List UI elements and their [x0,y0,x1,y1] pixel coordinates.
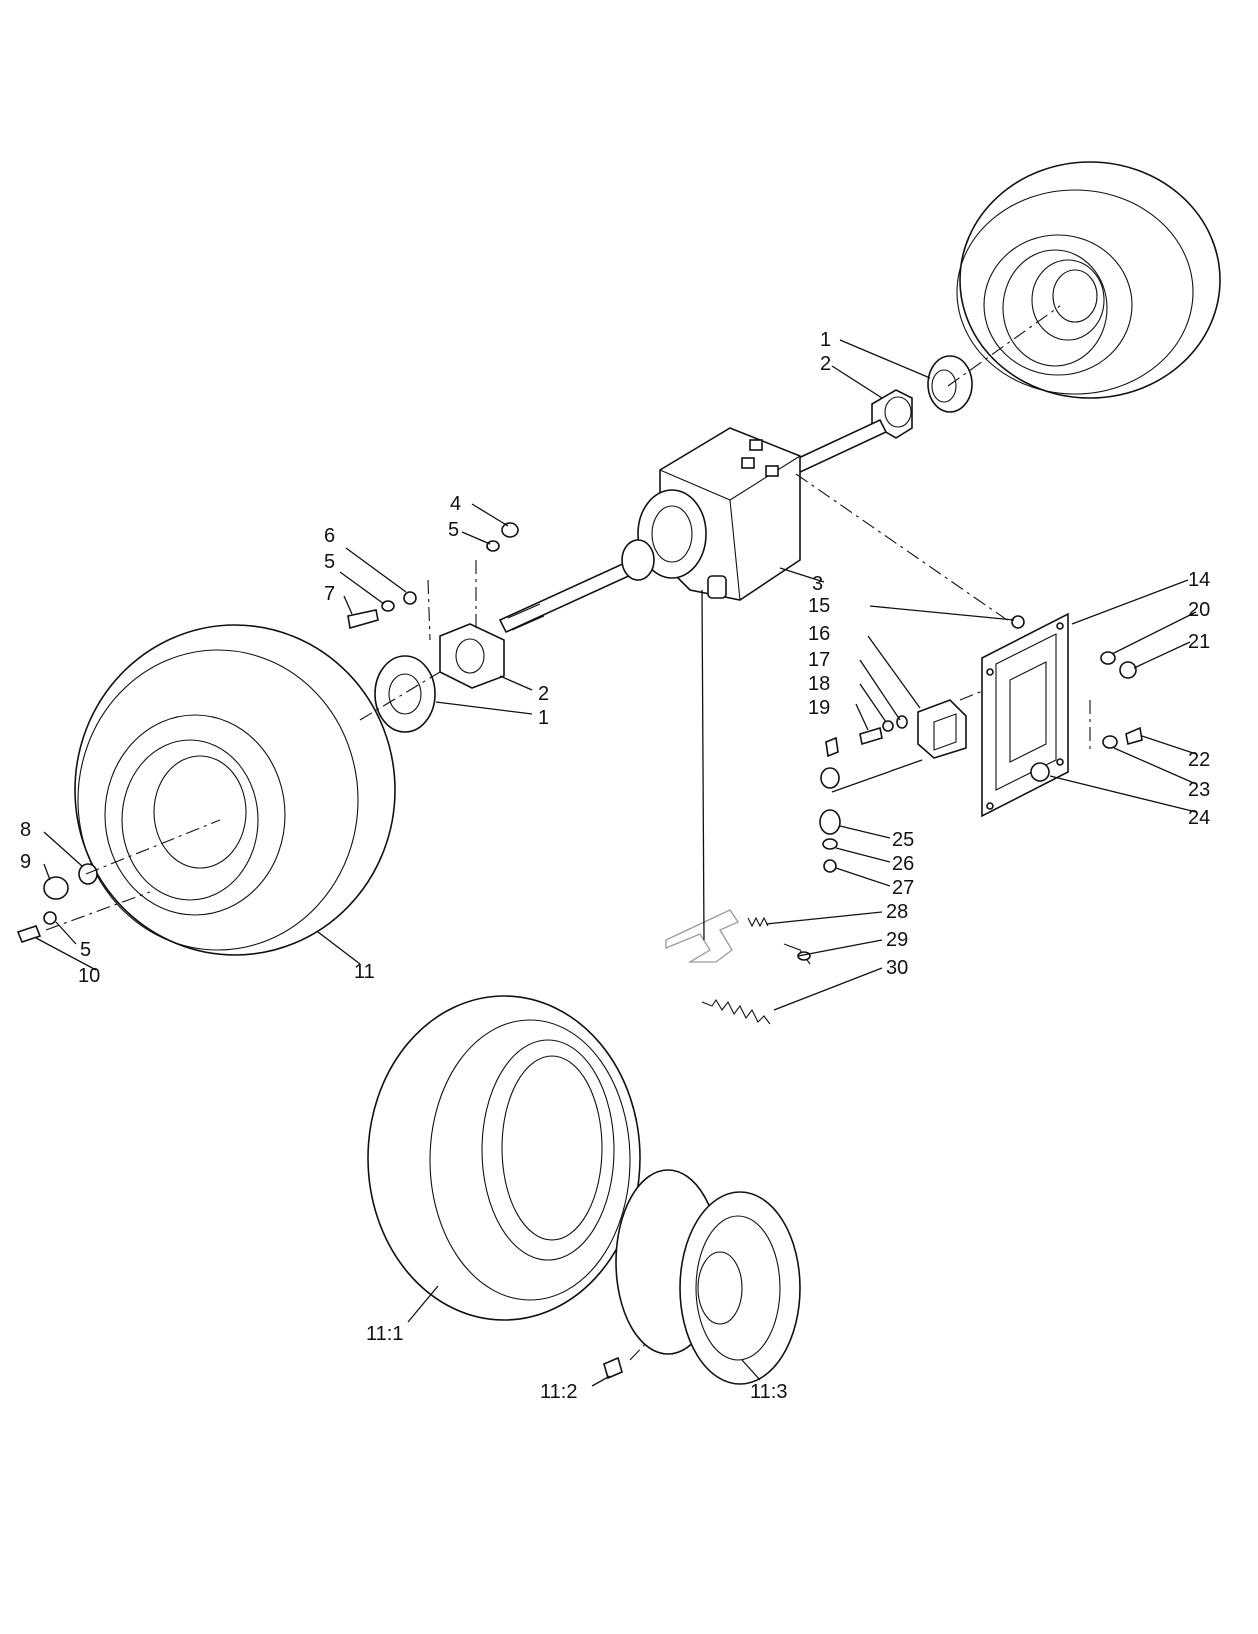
rim-bottom [615,1169,801,1385]
brake-bracket [665,589,739,963]
callout-3: 3 [812,573,823,595]
spring-28 [747,916,769,928]
flange-bearing-left [439,623,505,689]
mounting-bracket [981,612,1069,818]
callout-29: 29 [886,929,908,951]
spring-30 [701,998,771,1025]
callout-11-1: 11:1 [366,1323,403,1345]
callout-1-left: 1 [538,707,549,729]
callout-4: 4 [450,493,461,515]
callout-25: 25 [892,829,914,851]
callout-2-left: 2 [538,683,549,705]
callout-15: 15 [808,595,830,617]
callout-9: 9 [20,851,31,873]
callout-17: 17 [808,649,830,671]
valve-stem [603,1356,623,1380]
callout-11: 11 [354,961,375,983]
callout-26: 26 [892,853,914,875]
callout-11-3: 11:3 [750,1381,787,1403]
callout-7: 7 [324,583,335,605]
callout-24: 24 [1188,807,1210,829]
callout-5-mid: 5 [324,551,335,573]
callout-19: 19 [808,697,830,719]
callout-5-upper: 5 [448,519,459,541]
callout-27: 27 [892,877,914,899]
callout-labels: 1 2 3 4 5 6 5 7 2 1 8 9 5 10 11 14 15 20… [20,329,1210,1403]
tire-bottom [367,995,641,1321]
callout-20: 20 [1188,599,1210,621]
callout-14: 14 [1188,569,1210,591]
hardware-lower-left [16,863,98,943]
callout-5-low: 5 [80,939,91,961]
small-bracket [917,699,967,759]
tire-right [956,161,1221,399]
callout-1-top: 1 [820,329,831,351]
callout-28: 28 [886,901,908,923]
leader-lines [35,339,1197,1387]
hardware-right [859,615,1143,782]
callout-23: 23 [1188,779,1210,801]
transaxle [621,427,801,601]
callout-22: 22 [1188,749,1210,771]
tire-left [74,624,396,956]
callout-21: 21 [1188,631,1210,653]
callout-2-top: 2 [820,353,831,375]
callout-8: 8 [20,819,31,841]
callout-11-2: 11:2 [540,1381,577,1403]
callout-18: 18 [808,673,830,695]
hardware-upper-left [347,522,519,641]
isolator-stack [819,736,923,873]
callout-6: 6 [324,525,335,547]
callout-16: 16 [808,623,830,645]
callout-10: 10 [78,965,100,987]
callout-30: 30 [886,957,908,979]
hub-left [374,655,436,733]
